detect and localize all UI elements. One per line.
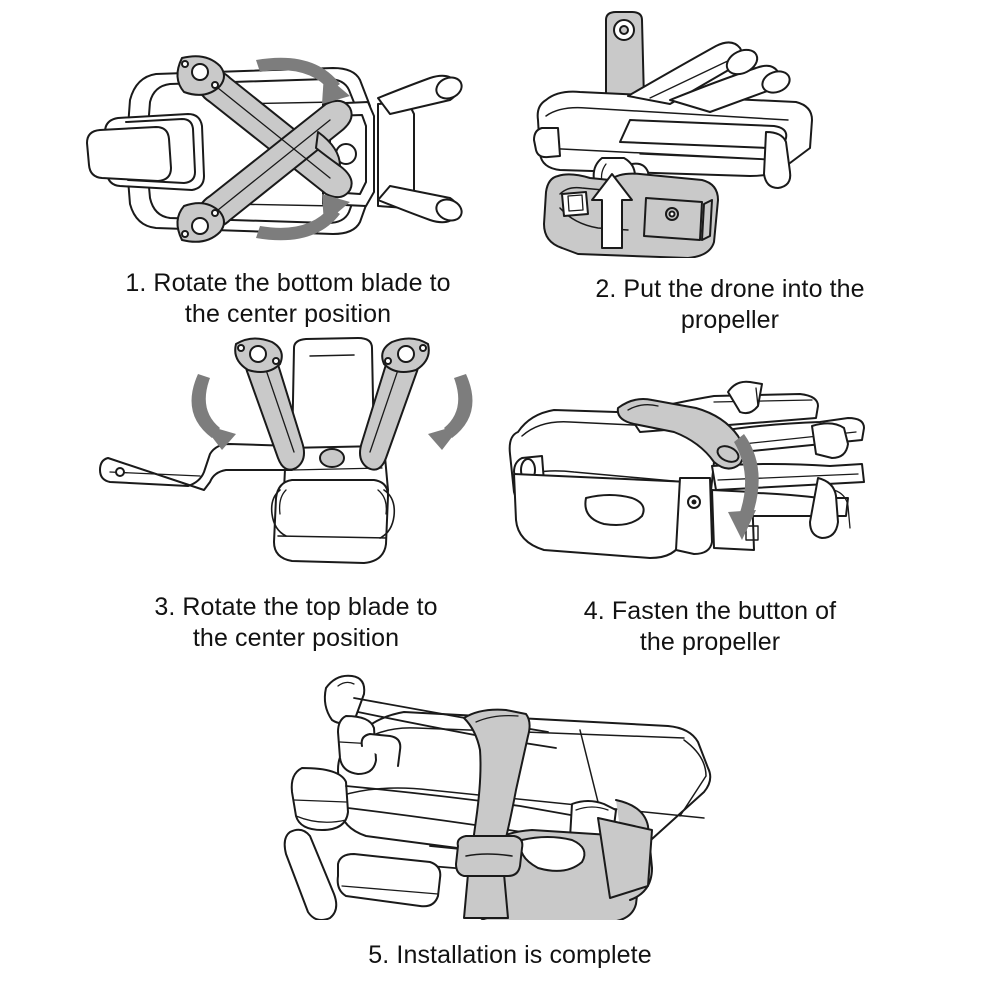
step-3-caption: 3. Rotate the top blade to the center po… xyxy=(154,593,438,652)
fastening-strap-final xyxy=(463,708,531,919)
step-1-caption: 1. Rotate the bottom blade to the center… xyxy=(125,269,451,328)
step-3-illustration xyxy=(99,337,473,564)
mount-tab xyxy=(605,11,645,103)
landing-legs xyxy=(283,828,442,920)
step-5: 5. Installation is complete xyxy=(250,650,770,971)
step-5-illustration xyxy=(283,674,712,920)
step-4-illustration xyxy=(508,380,865,559)
step-3: 3. Rotate the top blade to the center po… xyxy=(96,330,496,654)
rotate-arrow-right xyxy=(428,374,473,450)
propeller-blade-pair-upper xyxy=(234,337,430,471)
rotate-arrow-top xyxy=(256,57,350,104)
propeller-holder-base xyxy=(543,172,719,258)
step-1: 1. Rotate the bottom blade to the center… xyxy=(78,44,498,330)
drone-folded-side xyxy=(533,41,813,197)
drone-arm-left xyxy=(99,443,293,491)
rotate-arrow-left xyxy=(191,374,236,450)
fasten-arrow-down xyxy=(728,434,759,540)
insert-arrow-up xyxy=(591,173,633,249)
strap-buckle xyxy=(455,835,524,877)
rotate-arrow-bottom xyxy=(256,194,350,241)
fastening-strap xyxy=(616,398,745,470)
folded-arms-upper xyxy=(290,674,611,881)
propeller-blade-pair-lower xyxy=(176,55,353,243)
step-1-illustration xyxy=(86,55,463,243)
step-4: 4. Fasten the button of the propeller xyxy=(500,370,920,658)
step-4-caption: 4. Fasten the button of the propeller xyxy=(583,597,837,656)
step-2: 2. Put the drone into the propeller xyxy=(520,8,940,336)
step-2-illustration xyxy=(533,11,813,258)
step-5-caption: 5. Installation is complete xyxy=(368,941,652,969)
step-2-caption: 2. Put the drone into the propeller xyxy=(595,275,865,334)
drone-body-top xyxy=(86,67,463,235)
